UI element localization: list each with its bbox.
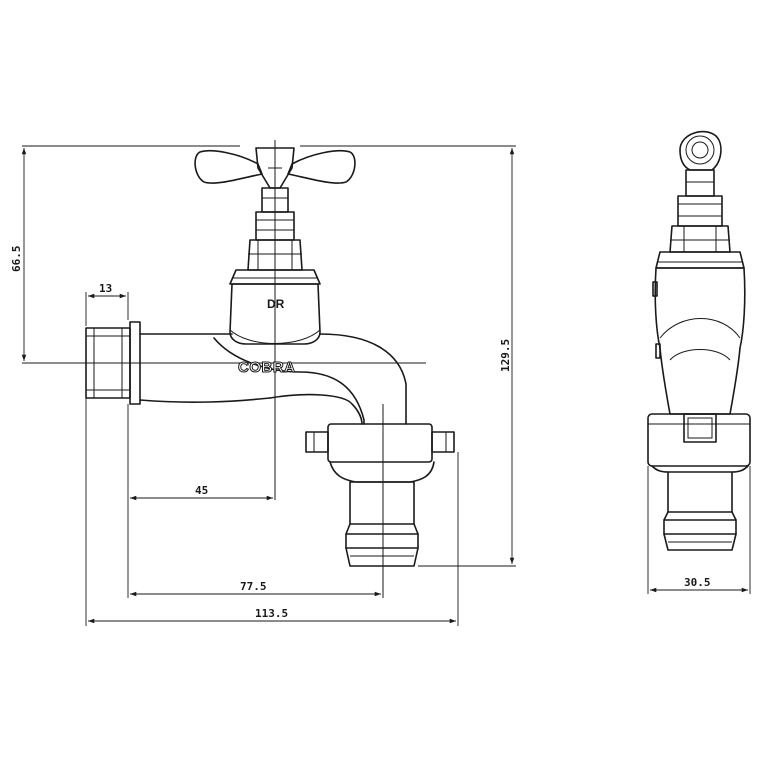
centerlines bbox=[22, 140, 426, 598]
side-dimensions: 30.5 bbox=[647, 466, 751, 594]
front-view: COBRA DR bbox=[22, 140, 455, 598]
dimension-66-5: 66.5 bbox=[10, 246, 23, 273]
spout bbox=[213, 333, 407, 425]
side-hose-tail bbox=[663, 471, 737, 551]
front-dimensions: 66.5 129.5 13 45 77.5 113.5 bbox=[10, 145, 516, 626]
side-handle bbox=[679, 130, 722, 197]
dimension-13: 13 bbox=[99, 282, 112, 295]
side-view bbox=[647, 130, 751, 551]
dimension-77-5: 77.5 bbox=[240, 580, 267, 593]
dimension-45: 45 bbox=[195, 484, 208, 497]
dimension-129-5: 129.5 bbox=[499, 339, 512, 372]
dimension-113-5: 113.5 bbox=[255, 607, 288, 620]
union-nut bbox=[305, 423, 455, 483]
side-union bbox=[647, 413, 751, 473]
hose-tail bbox=[345, 481, 419, 567]
body-marking: DR bbox=[267, 297, 285, 311]
brand-marking: COBRA bbox=[238, 359, 296, 376]
side-nut bbox=[655, 195, 745, 269]
side-body bbox=[652, 267, 746, 415]
dimension-30-5: 30.5 bbox=[684, 576, 711, 589]
